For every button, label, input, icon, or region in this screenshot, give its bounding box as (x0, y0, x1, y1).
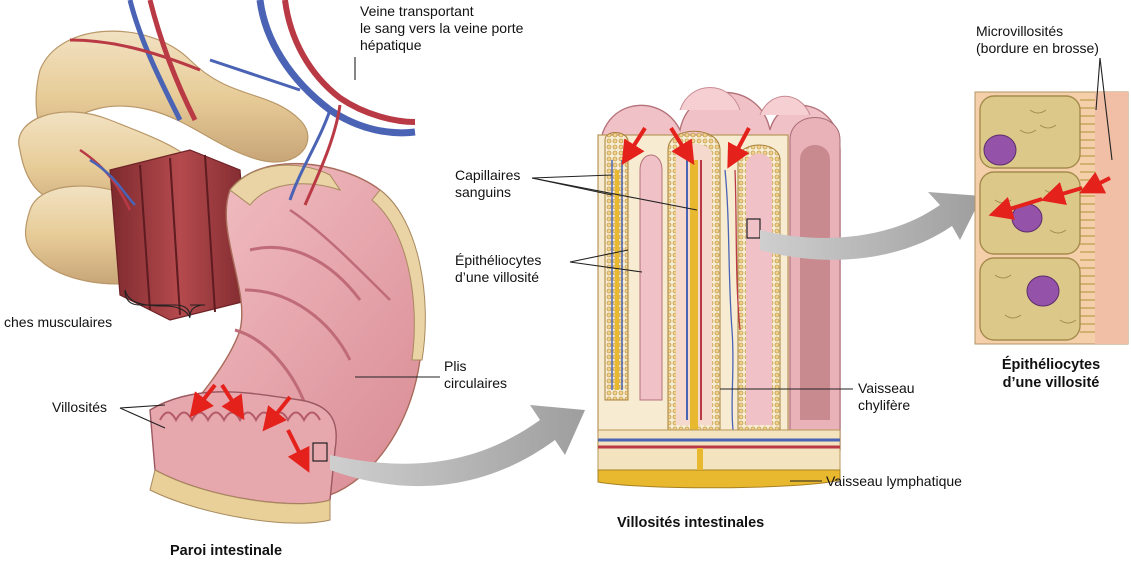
veine-label-line2: le sang vers la veine porte (360, 20, 523, 37)
villosites-label: Villosités (52, 399, 107, 416)
plis-label-line1: Plis (444, 358, 467, 375)
chylifere-label-line2: chylifère (858, 397, 910, 414)
veine-label-line1: Veine transportant (360, 3, 474, 20)
microvillosites-label-line1: Microvillosités (976, 23, 1063, 40)
lymphatique-label: Vaisseau lymphatique (826, 473, 962, 490)
capillaires-label-line1: Capillaires (455, 167, 520, 184)
couches-musculaires-label: ches musculaires (4, 314, 112, 331)
caption-villosites-intestinales: Villosités intestinales (617, 514, 764, 532)
chylifere-label-line1: Vaisseau (858, 380, 915, 397)
caption-paroi-intestinale: Paroi intestinale (170, 542, 282, 560)
epithelial-cells (975, 92, 1128, 344)
caption-epith-line2: d’une villosité (975, 374, 1127, 392)
microvillosites-label-line2: (bordure en brosse) (976, 40, 1099, 57)
plis-label-line2: circulaires (444, 375, 507, 392)
veine-label-line3: hépatique (360, 37, 422, 54)
capillaires-label-line2: sanguins (455, 184, 511, 201)
caption-epith-line1: Épithéliocytes (975, 356, 1127, 374)
epith-label-line2: d’une villosité (455, 269, 539, 286)
intestine-illustration (19, 0, 426, 523)
epith-label-line1: Épithéliocytes (455, 252, 541, 269)
